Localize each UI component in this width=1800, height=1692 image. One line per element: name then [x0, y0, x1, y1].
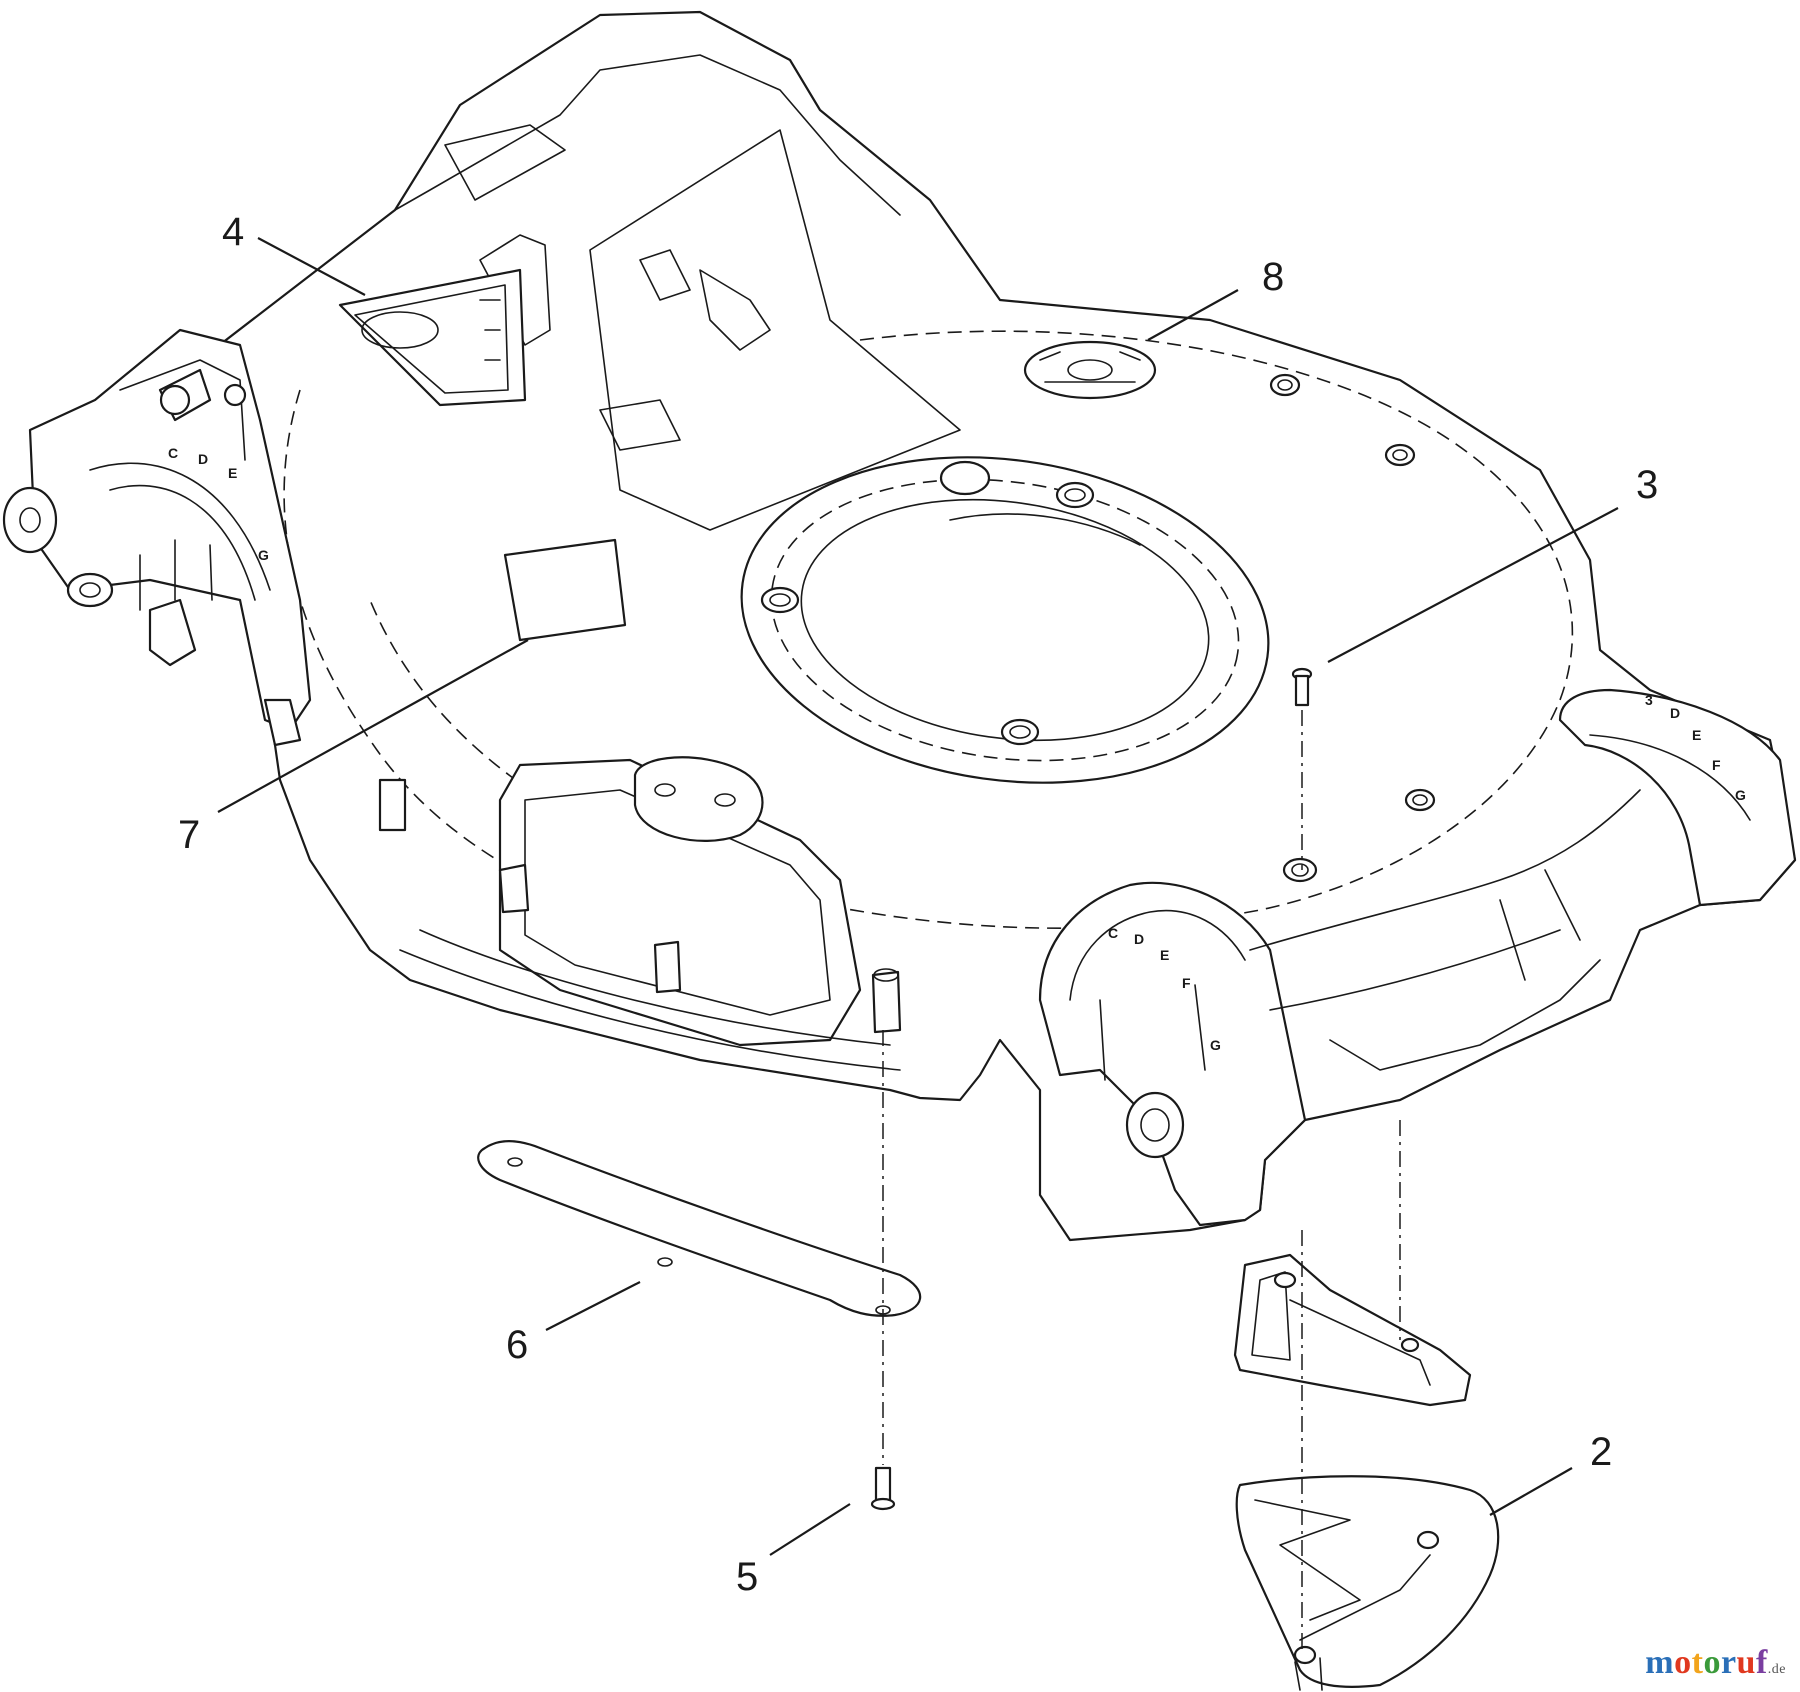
- watermark-letter: o: [1703, 1644, 1721, 1681]
- callout-2: 2: [1590, 1430, 1612, 1474]
- dial-letter: F: [1712, 757, 1721, 773]
- watermark-letter: r: [1720, 1644, 1737, 1681]
- callout-5: 5: [736, 1555, 758, 1599]
- watermark-letter: o: [1674, 1644, 1692, 1681]
- dial-letter: E: [1692, 727, 1701, 743]
- dial-letter: D: [1134, 931, 1144, 947]
- callouts: 4 8 3 7 6 2 5: [178, 210, 1658, 1599]
- dial-letter: 3: [1645, 692, 1653, 708]
- callout-7: 7: [178, 813, 200, 857]
- watermark-letter: u: [1736, 1644, 1756, 1681]
- watermark-letter: t: [1691, 1644, 1704, 1681]
- height-dial-left: C D E G: [168, 445, 269, 563]
- callout-6: 6: [506, 1323, 528, 1367]
- assembly-lines: [882, 710, 1401, 1650]
- part-5-screw: [870, 1466, 896, 1511]
- dial-letter: E: [1160, 947, 1169, 963]
- leader-7: [217, 639, 529, 813]
- dial-letter: G: [1735, 787, 1746, 803]
- callout-3: 3: [1636, 463, 1658, 507]
- leader-8: [1147, 289, 1239, 341]
- leader-3: [1327, 507, 1619, 663]
- dial-letter: C: [168, 445, 178, 461]
- leader-6: [545, 1281, 641, 1331]
- part-6-baffle: [477, 1140, 922, 1317]
- motoruf-watermark: motoruf.de: [1645, 1644, 1786, 1682]
- dial-letter: G: [258, 547, 269, 563]
- leader-4: [257, 237, 366, 296]
- watermark-letter: m: [1645, 1644, 1675, 1681]
- leader-2: [1489, 1467, 1573, 1516]
- height-dial-front: C D E F G: [1108, 925, 1221, 1053]
- dial-letter: G: [1210, 1037, 1221, 1053]
- dial-letter: E: [228, 465, 237, 481]
- dial-letter: D: [1670, 705, 1680, 721]
- callout-4: 4: [222, 210, 244, 254]
- height-dial-right: 3 D E F G: [1645, 692, 1746, 803]
- dial-letter: F: [1182, 975, 1191, 991]
- watermark-suffix: .de: [1767, 1662, 1786, 1677]
- part-2-chute-cover: [1235, 1475, 1500, 1691]
- watermark-letter: f: [1755, 1644, 1768, 1681]
- dial-letter: C: [1108, 925, 1118, 941]
- part-3-screw: [1291, 667, 1313, 707]
- mower-deck-housing: [2, 10, 1797, 1242]
- part-8-indicator-decal: [1023, 340, 1157, 400]
- leader-5: [769, 1503, 851, 1556]
- chute-baffle-upper: [1233, 1253, 1472, 1407]
- dial-letter: D: [198, 451, 208, 467]
- callout-8: 8: [1262, 255, 1284, 299]
- callout-leaders: [217, 237, 1619, 1556]
